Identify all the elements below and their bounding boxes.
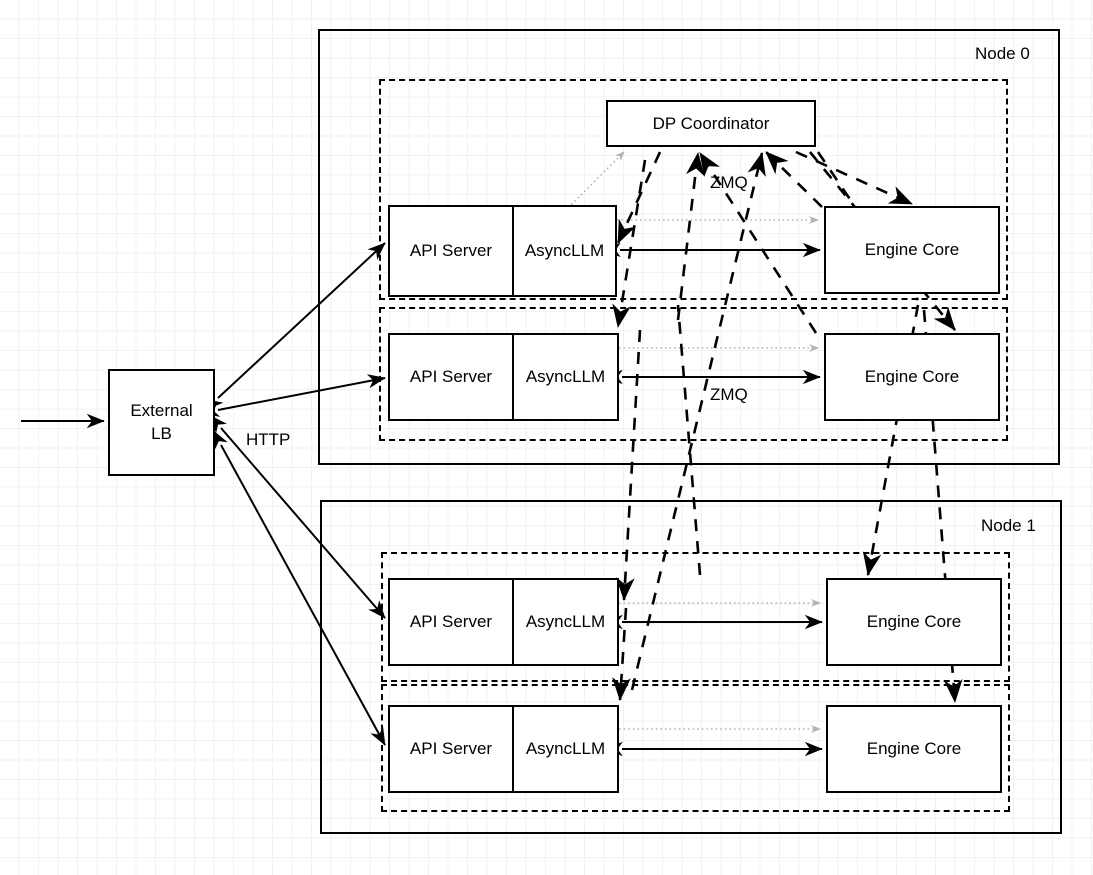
asyncllm-label-n0r1: AsyncLLM bbox=[525, 367, 606, 386]
dp-replica-group-n0r1 bbox=[379, 307, 1008, 441]
api-server-label-n1r1: API Server bbox=[409, 739, 493, 758]
api-server-cell-n0r1[interactable]: API Server bbox=[390, 335, 514, 419]
api-server-asyncllm-n1r1[interactable]: API Server AsyncLLM bbox=[388, 705, 619, 793]
engine-core-box-n1r0[interactable]: Engine Core bbox=[826, 578, 1002, 666]
dp-replica-group-n0r0 bbox=[379, 79, 1008, 300]
dp-replica-group-n1r1 bbox=[381, 684, 1010, 812]
node-1-label: Node 1 bbox=[981, 516, 1036, 535]
api-server-cell-n1r1[interactable]: API Server bbox=[390, 707, 514, 791]
dp-replica-group-n1r0 bbox=[381, 552, 1010, 682]
dp-coordinator-box[interactable]: DP Coordinator bbox=[606, 100, 816, 147]
engine-core-box-n1r1[interactable]: Engine Core bbox=[826, 705, 1002, 793]
external-lb-label-line1: External bbox=[130, 400, 193, 420]
node-group-0 bbox=[318, 29, 1060, 465]
api-server-cell-n1r0[interactable]: API Server bbox=[390, 580, 514, 664]
engine-core-box-n0r0[interactable]: Engine Core bbox=[824, 206, 1000, 294]
api-server-label-n0r0: API Server bbox=[409, 241, 493, 260]
asyncllm-cell-n1r1[interactable]: AsyncLLM bbox=[514, 707, 617, 791]
external-lb-box[interactable]: External LB bbox=[108, 369, 215, 476]
node-0-label: Node 0 bbox=[975, 44, 1030, 63]
asyncllm-label-n1r0: AsyncLLM bbox=[525, 612, 606, 631]
api-server-asyncllm-n0r0[interactable]: API Server AsyncLLM bbox=[388, 205, 617, 297]
asyncllm-label-n1r1: AsyncLLM bbox=[525, 739, 606, 758]
api-server-asyncllm-n0r1[interactable]: API Server AsyncLLM bbox=[388, 333, 619, 421]
zmq-label-n0r0: ZMQ bbox=[710, 173, 748, 192]
asyncllm-cell-n0r0[interactable]: AsyncLLM bbox=[514, 207, 615, 295]
asyncllm-label-n0r0: AsyncLLM bbox=[524, 241, 605, 260]
api-server-cell-n0r0[interactable]: API Server bbox=[390, 207, 514, 295]
dp-coordinator-label: DP Coordinator bbox=[652, 113, 770, 133]
api-server-asyncllm-n1r0[interactable]: API Server AsyncLLM bbox=[388, 578, 619, 666]
engine-core-label-n1r0: Engine Core bbox=[866, 612, 962, 631]
api-server-label-n1r0: API Server bbox=[409, 612, 493, 631]
engine-core-label-n1r1: Engine Core bbox=[866, 739, 962, 758]
external-lb-label-line2: LB bbox=[151, 423, 172, 443]
asyncllm-cell-n1r0[interactable]: AsyncLLM bbox=[514, 580, 617, 664]
http-edge-label: HTTP bbox=[246, 430, 291, 449]
engine-core-label-n0r0: Engine Core bbox=[864, 240, 960, 259]
zmq-label-n0r1: ZMQ bbox=[710, 385, 748, 404]
engine-core-box-n0r1[interactable]: Engine Core bbox=[824, 333, 1000, 421]
node-group-1 bbox=[320, 500, 1062, 834]
engine-core-label-n0r1: Engine Core bbox=[864, 367, 960, 386]
api-server-label-n0r1: API Server bbox=[409, 367, 493, 386]
asyncllm-cell-n0r1[interactable]: AsyncLLM bbox=[514, 335, 617, 419]
